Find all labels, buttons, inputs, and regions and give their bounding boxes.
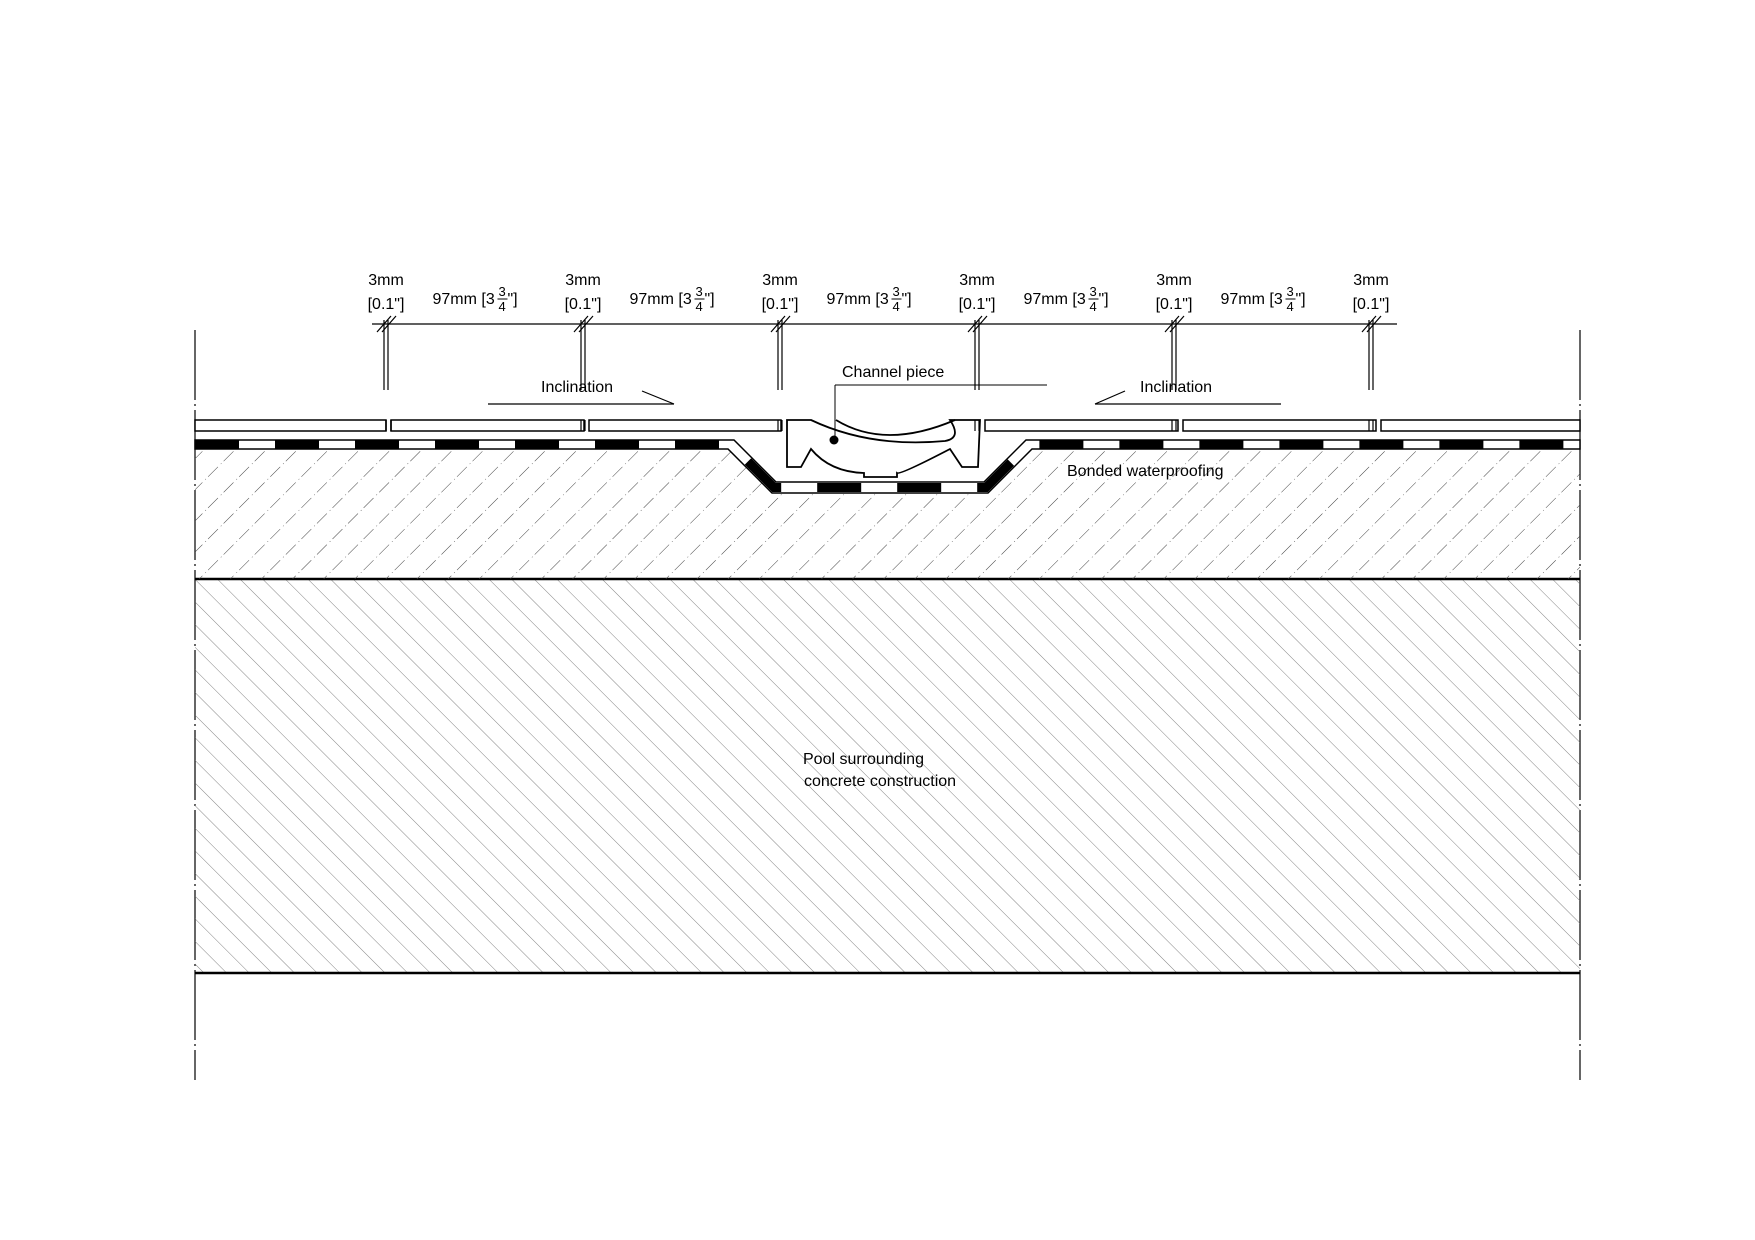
tile-dimension: 97mm [3 34"]: [827, 284, 912, 314]
inclination-right-label: Inclination: [1140, 379, 1212, 396]
fraction-denominator: 4: [1287, 299, 1294, 314]
tile-layer: [194, 419, 1581, 432]
tile-dimension: 97mm [3 34"]: [630, 284, 715, 314]
joint-dimension-mm: 3mm: [565, 272, 601, 289]
tile-dimension: 97mm [3 34"]: [1221, 284, 1306, 314]
fraction-denominator: 4: [1090, 299, 1097, 314]
joint-dimension-inch: [0.1"]: [762, 296, 799, 313]
fraction-numerator: 3: [893, 284, 900, 299]
concrete-slab: [195, 579, 1580, 973]
fraction-numerator: 3: [1287, 284, 1294, 299]
tile-dimension: 97mm [3 34"]: [1024, 284, 1109, 314]
tile-dimension-close: "]: [902, 291, 912, 308]
joint-dimension-inch: [0.1"]: [368, 296, 405, 313]
joint-dimension-mm: 3mm: [762, 272, 798, 289]
inclination-left-label: Inclination: [541, 379, 613, 396]
fraction-denominator: 4: [893, 299, 900, 314]
concrete-label-line1: Pool surrounding: [803, 751, 924, 768]
tile-dimension-close: "]: [508, 291, 518, 308]
joint-dimension-inch: [0.1"]: [959, 296, 996, 313]
joint-dimension-mm: 3mm: [959, 272, 995, 289]
channel-piece: [786, 419, 981, 478]
tile-dimension-close: "]: [705, 291, 715, 308]
joint-5: [1164, 315, 1185, 431]
inclination-arrows: [488, 390, 1281, 405]
bonded-waterproofing-label: Bonded waterproofing: [1067, 463, 1224, 480]
joint-dimension-mm: 3mm: [1353, 272, 1389, 289]
screed-layer: [195, 449, 1580, 579]
tile-dimension-text: 97mm [3: [1221, 291, 1283, 308]
fraction-denominator: 4: [499, 299, 506, 314]
tile-dimension: 97mm [3 34"]: [433, 284, 518, 314]
joint-2: [573, 315, 594, 431]
fraction-denominator: 4: [696, 299, 703, 314]
tile-dimension-text: 97mm [3: [630, 291, 692, 308]
tile-dimension-text: 97mm [3: [433, 291, 495, 308]
channel-piece-label: Channel piece: [842, 364, 944, 381]
tile-dimension-text: 97mm [3: [827, 291, 889, 308]
joint-dimension-inch: [0.1"]: [1156, 296, 1193, 313]
channel-piece-leader: [829, 384, 1047, 445]
joint-extension-lines: [376, 315, 1382, 431]
tile-dimension-text: 97mm [3: [1024, 291, 1086, 308]
joint-1: [376, 315, 397, 390]
joint-dimension-inch: [0.1"]: [565, 296, 602, 313]
joint-dimension-mm: 3mm: [368, 272, 404, 289]
joint-6: [1361, 315, 1382, 431]
concrete-label-line2: concrete construction: [804, 773, 956, 790]
fraction-numerator: 3: [499, 284, 506, 299]
joint-3: [770, 315, 791, 431]
fraction-numerator: 3: [1090, 284, 1097, 299]
joint-dimension-mm: 3mm: [1156, 272, 1192, 289]
tile-dimension-close: "]: [1296, 291, 1306, 308]
bonded-waterproofing-membrane: [194, 439, 1581, 494]
tile-dimension-close: "]: [1099, 291, 1109, 308]
joint-dimension-inch: [0.1"]: [1353, 296, 1390, 313]
joint-4: [967, 315, 988, 431]
fraction-numerator: 3: [696, 284, 703, 299]
